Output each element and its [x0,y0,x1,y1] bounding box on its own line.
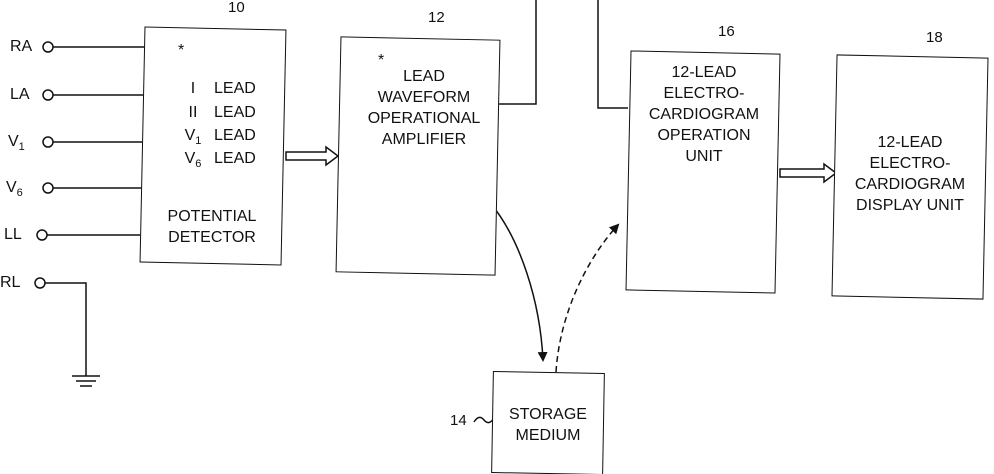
storage-label: STORAGE MEDIUM [494,404,602,446]
terminal-v1-label: V1 [8,131,25,158]
read-from-storage-arrow [556,225,618,372]
lead-name-ii: II [176,102,210,123]
operation-unit-label: 12-LEAD ELECTRO- CARDIOGRAM OPERATION UN… [636,62,772,167]
potential-detector-star: * [178,40,184,61]
display-unit-label: 12-LEAD ELECTRO- CARDIOGRAM DISPLAY UNIT [842,132,978,216]
lead-suffix-ii: LEAD [214,102,256,123]
lead-suffix-i: LEAD [214,78,256,99]
lead-suffix-v1: LEAD [214,125,256,146]
ground-icon [72,376,100,386]
terminal-la-label: LA [10,84,30,105]
lead-suffix-v6: LEAD [214,148,256,169]
amp-bus-line [497,0,536,104]
amplifier-ref: 12 [428,7,445,28]
rl-wire [45,283,86,376]
terminal-v1-circle [43,137,53,147]
terminal-ra-label: RA [10,36,32,57]
terminal-v6-label: V6 [6,177,23,204]
write-to-storage-arrow [492,205,543,360]
terminal-v6-circle [43,183,53,193]
operation-bus-line [598,0,628,108]
detector-to-amplifier-arrow [286,147,338,165]
terminal-rl-circle [35,278,45,288]
terminal-ll-circle [37,230,47,240]
lead-name-v6: V6 [176,148,210,175]
terminal-rl-label: RL [0,272,20,293]
terminal-ll-label: LL [4,224,22,245]
display-unit-ref: 18 [926,27,943,48]
terminal-la-circle [43,90,53,100]
operation-unit-ref: 16 [718,21,735,42]
storage-ref: 14 [450,410,467,431]
amplifier-label: LEAD WAVEFORM OPERATIONAL AMPLIFIER [356,66,492,150]
lead-name-i: I [176,78,210,99]
potential-detector-ref: 10 [228,0,245,18]
operation-to-display-arrow [780,164,836,182]
terminal-ra-circle [43,42,53,52]
potential-detector-label: POTENTIAL DETECTOR [150,206,274,248]
